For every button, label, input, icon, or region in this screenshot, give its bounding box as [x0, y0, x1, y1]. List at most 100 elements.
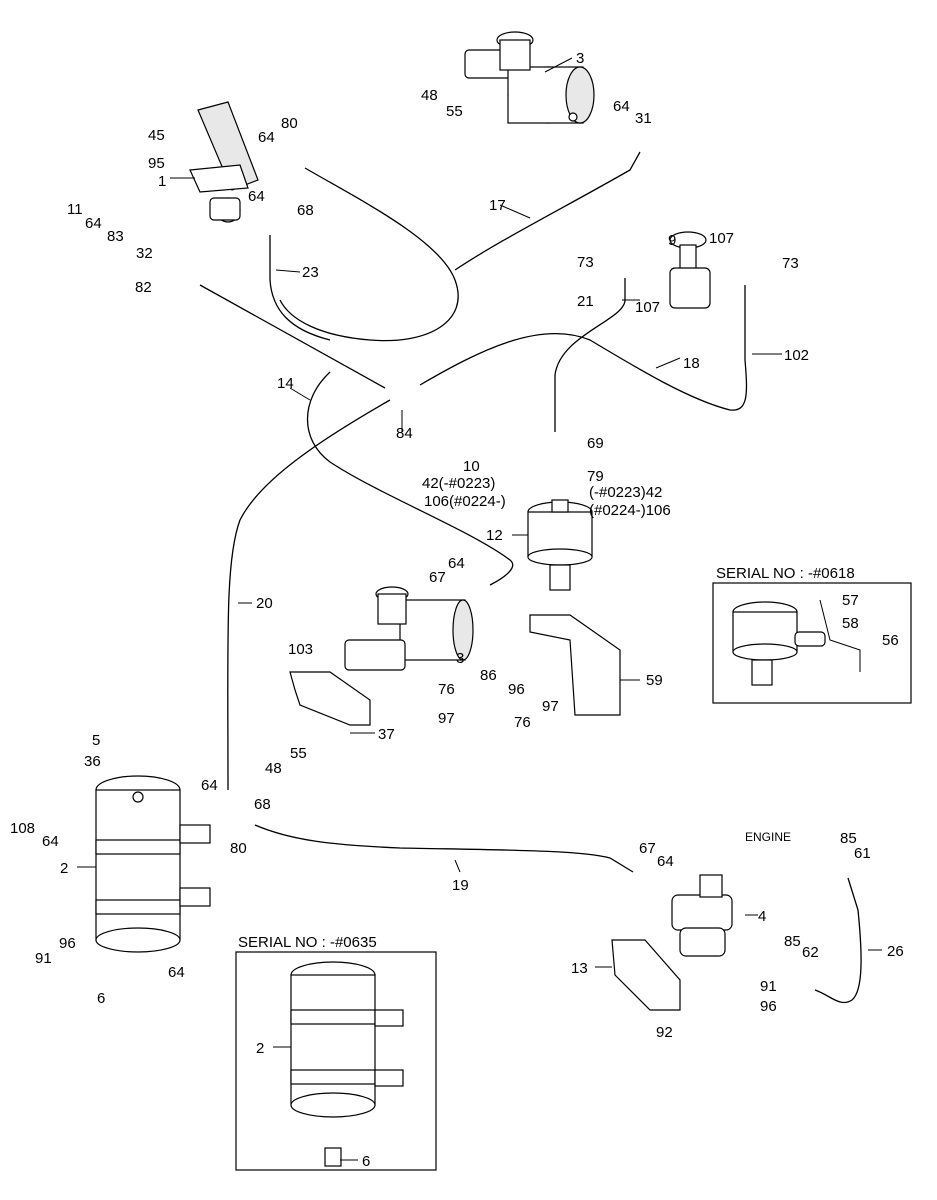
- brake-pedal: [189, 101, 259, 223]
- valve-9: [669, 231, 711, 309]
- label-9: 9: [668, 232, 676, 249]
- inset-0618-title: SERIAL NO : -#0618: [716, 565, 855, 582]
- air-tank-main: [95, 775, 211, 953]
- brake-chamber-12: [527, 499, 593, 591]
- label-96-mid: 96: [508, 681, 525, 698]
- label-64-tank: 64: [201, 777, 218, 794]
- label-55-top: 55: [446, 103, 463, 120]
- label-10: 10: [463, 458, 480, 475]
- label-45: 45: [148, 127, 165, 144]
- label-1: 1: [158, 173, 166, 190]
- label-2-inset: 2: [256, 1040, 264, 1057]
- label-76-mid: 76: [438, 681, 455, 698]
- part-labels: 3 48 55 64 31 45 64 80 95 1 64 17 11 68 …: [10, 50, 904, 1170]
- label-68-tank: 68: [254, 796, 271, 813]
- label-3-mid: 3: [456, 650, 464, 667]
- label-57: 57: [842, 592, 859, 609]
- label-55-mid: 55: [290, 745, 307, 762]
- pipe-14: [199, 284, 386, 389]
- label-64-bottom: 64: [168, 964, 185, 981]
- label-64-mid: 64: [248, 188, 265, 205]
- label-17: 17: [489, 197, 506, 214]
- pipe-17b: [454, 151, 641, 271]
- label-85-top: 85: [840, 830, 857, 847]
- label-19: 19: [452, 877, 469, 894]
- label-103: 103: [288, 641, 313, 658]
- label-2-main: 2: [60, 860, 68, 877]
- bracket-59: [529, 614, 621, 716]
- label-79: 79: [587, 468, 604, 485]
- label-107-left: 107: [635, 299, 660, 316]
- label-97-right: 97: [542, 698, 559, 715]
- pipe-26: [814, 877, 862, 1004]
- label-64-right: 64: [657, 853, 674, 870]
- pipe-23: [269, 235, 331, 341]
- booster-cylinder-mid: [344, 586, 474, 671]
- label-67-mid: 67: [429, 569, 446, 586]
- label-6-main: 6: [97, 990, 105, 1007]
- label-97-mid: 97: [438, 710, 455, 727]
- label-64-left: 64: [85, 215, 102, 232]
- label-48-mid: 48: [265, 760, 282, 777]
- label-64-pedal: 64: [258, 129, 275, 146]
- label-32: 32: [136, 245, 153, 262]
- pipe-lines: [199, 151, 862, 1004]
- label-69: 69: [587, 435, 604, 452]
- inset-serial-0618: SERIAL NO : -#0618: [712, 565, 912, 704]
- label-80-top: 80: [281, 115, 298, 132]
- pipe-14b: [307, 371, 514, 586]
- label-106-right: (#0224-)106: [589, 502, 671, 519]
- bracket-37: [289, 671, 371, 726]
- label-107-right: 107: [709, 230, 734, 247]
- inset-0635-title: SERIAL NO : -#0635: [238, 934, 377, 951]
- label-96-right: 96: [760, 998, 777, 1015]
- label-85-mid: 85: [784, 933, 801, 950]
- label-4: 4: [758, 908, 766, 925]
- label-68-top: 68: [297, 202, 314, 219]
- pipe-17: [279, 167, 459, 342]
- label-48-top: 48: [421, 87, 438, 104]
- label-84: 84: [396, 425, 413, 442]
- label-42-right: (-#0223)42: [589, 484, 662, 501]
- label-21: 21: [577, 293, 594, 310]
- label-80-tank: 80: [230, 840, 247, 857]
- label-64-tankleft: 64: [42, 833, 59, 850]
- bracket-13: [611, 939, 681, 1011]
- label-13: 13: [571, 960, 588, 977]
- label-91-tank: 91: [35, 950, 52, 967]
- pipe-20: [227, 399, 391, 791]
- label-37: 37: [378, 726, 395, 743]
- label-56: 56: [882, 632, 899, 649]
- label-82: 82: [135, 279, 152, 296]
- label-36: 36: [84, 753, 101, 770]
- label-42-left: 42(-#0223): [422, 475, 495, 492]
- label-106-left: 106(#0224-): [424, 493, 506, 510]
- label-64-mid2: 64: [448, 555, 465, 572]
- booster-cylinder-top: [464, 31, 595, 124]
- label-3-top: 3: [576, 50, 584, 67]
- label-96-tank: 96: [59, 935, 76, 952]
- label-62: 62: [802, 944, 819, 961]
- label-31: 31: [635, 110, 652, 127]
- label-91-right: 91: [760, 978, 777, 995]
- relay-valve-4: [671, 874, 733, 957]
- label-95: 95: [148, 155, 165, 172]
- label-18: 18: [683, 355, 700, 372]
- label-92: 92: [656, 1024, 673, 1041]
- label-23: 23: [302, 264, 319, 281]
- label-86: 86: [480, 667, 497, 684]
- label-67-right: 67: [639, 840, 656, 857]
- label-engine: ENGINE: [745, 830, 791, 844]
- pipe-21: [554, 278, 626, 432]
- label-12: 12: [486, 527, 503, 544]
- label-64-top: 64: [613, 98, 630, 115]
- label-73-right: 73: [782, 255, 799, 272]
- leader-lines: [77, 57, 882, 1161]
- label-20: 20: [256, 595, 273, 612]
- pipe-18: [419, 285, 748, 411]
- label-11: 11: [67, 201, 83, 218]
- label-102: 102: [784, 347, 809, 364]
- label-61: 61: [854, 845, 871, 862]
- label-14: 14: [277, 375, 294, 392]
